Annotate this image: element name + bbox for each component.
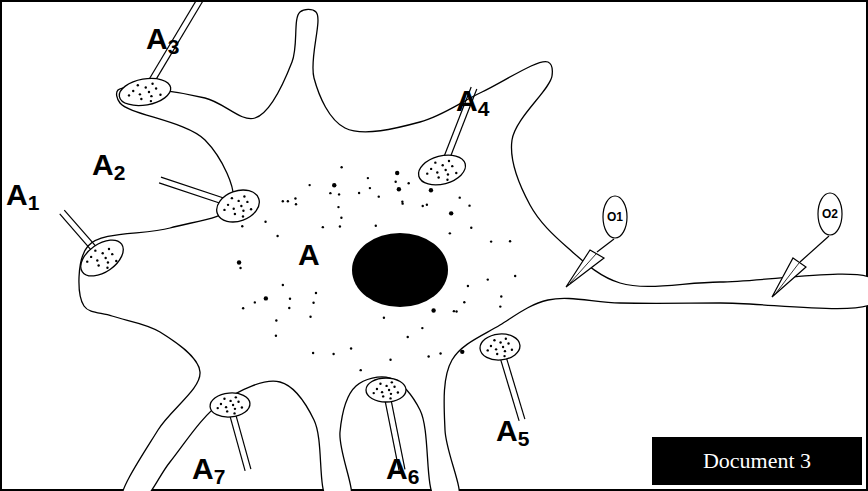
node-text: O2 — [822, 207, 838, 221]
terminal-label: A1 — [6, 180, 39, 213]
terminal-label: A5 — [496, 416, 529, 449]
synaptic-buttons — [60, 0, 525, 471]
document-tag: Document 3 — [652, 437, 862, 485]
terminal-label: A2 — [92, 150, 125, 183]
terminal-label: A3 — [146, 24, 179, 57]
electrodes — [566, 236, 829, 297]
synaptic-button — [117, 0, 202, 109]
synaptic-button — [209, 391, 251, 470]
cell-membrane — [79, 9, 868, 491]
terminal-label: A4 — [456, 86, 489, 119]
electrode-label: O1 — [602, 195, 628, 239]
synaptic-button — [479, 332, 525, 421]
node-text: O1 — [607, 210, 623, 224]
nucleus — [352, 233, 448, 307]
synaptic-button — [60, 210, 130, 283]
neuron-cell — [79, 9, 868, 491]
cell-body-label: A — [298, 240, 320, 270]
terminal-label: A6 — [386, 454, 419, 487]
node-text: Document 3 — [703, 448, 811, 474]
electrode-label: O2 — [817, 192, 843, 236]
synaptic-button — [159, 177, 264, 227]
terminal-label: A7 — [192, 454, 225, 487]
